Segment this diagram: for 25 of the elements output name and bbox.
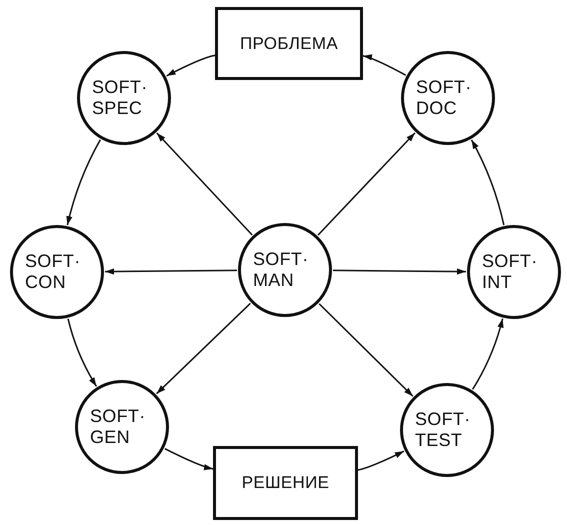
node-label: РЕШЕНИЕ bbox=[242, 473, 330, 493]
arrow bbox=[362, 54, 406, 76]
arrow bbox=[333, 268, 466, 275]
arrow bbox=[105, 268, 237, 275]
node-label: SOFT· SPEC bbox=[92, 77, 148, 119]
node-label: SOFT· GEN bbox=[90, 406, 146, 448]
arrow bbox=[470, 139, 505, 226]
process-box bbox=[215, 7, 363, 80]
arrow bbox=[156, 132, 253, 236]
node-label: SOFT· MAN bbox=[253, 249, 310, 291]
arrow bbox=[358, 450, 404, 471]
node-label: SOFT· INT bbox=[482, 251, 538, 293]
arrow bbox=[317, 132, 416, 236]
node-label: ПРОБЛЕМА bbox=[240, 34, 338, 54]
arrow bbox=[66, 139, 101, 226]
arrow bbox=[318, 303, 414, 397]
arrow bbox=[67, 318, 98, 387]
node-label: SOFT· TEST bbox=[415, 409, 472, 451]
node-label: SOFT· CON bbox=[25, 251, 82, 293]
node-label: SOFT· DOC bbox=[416, 77, 472, 119]
arrow bbox=[156, 302, 251, 394]
arrow bbox=[164, 448, 214, 470]
process-box bbox=[213, 446, 358, 520]
arrow bbox=[166, 54, 216, 77]
arrow bbox=[472, 318, 504, 390]
